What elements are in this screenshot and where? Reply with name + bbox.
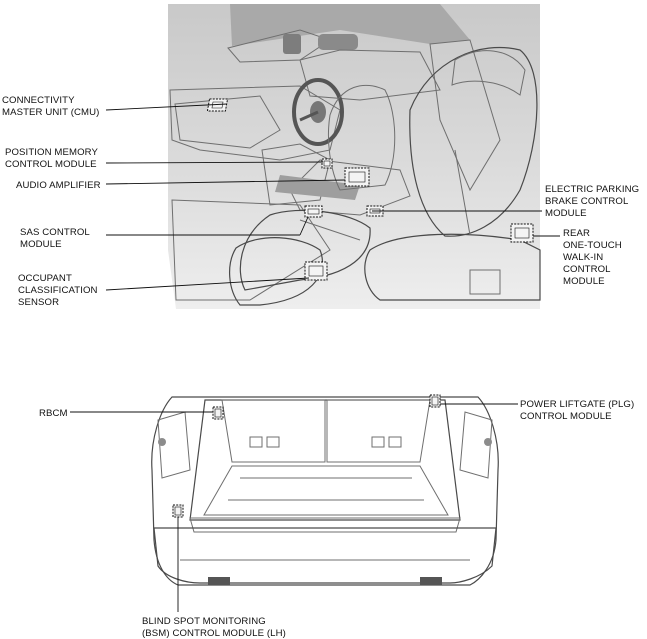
occupant-sensor-label: OCCUPANT CLASSIFICATION SENSOR [18,273,100,308]
rear-walkin-label-line: MODULE [563,276,605,287]
occupant-sensor-label-line: CLASSIFICATION [18,285,98,296]
sas-module-marker [304,205,323,218]
plg-label: POWER LIFTGATE (PLG) CONTROL MODULE [520,399,637,422]
cabin-leader-lines [105,103,560,291]
rear-walkin-module-marker [510,223,534,243]
occupant-sensor-label-line: OCCUPANT [18,273,72,284]
rear-walkin-label-line: WALK-IN [563,252,603,263]
rear-walkin-label: REAR ONE-TOUCH WALK-IN CONTROL MODULE [563,228,625,287]
position-memory-label-line: POSITION MEMORY [5,147,99,158]
epb-label-line: MODULE [545,208,587,219]
sas-label-line: SAS CONTROL [20,227,90,238]
cmu-label-line: CONNECTIVITY [2,95,75,106]
epb-label: ELECTRIC PARKING BRAKE CONTROL MODULE [545,184,642,219]
audio-amplifier-label-line: AUDIO AMPLIFIER [16,180,101,191]
occupant-sensor-label-line: SENSOR [18,297,59,308]
rear-walkin-label-line: REAR [563,228,590,239]
rbcm-module-marker [212,406,224,420]
cmu-label: CONNECTIVITY MASTER UNIT (CMU) [2,95,99,118]
plg-label-line: POWER LIFTGATE (PLG) [520,399,634,410]
cmu-label-line: MASTER UNIT (CMU) [2,107,99,118]
bsm-module-marker [172,504,184,518]
position-memory-module-marker [321,158,333,169]
sas-label-line: MODULE [20,239,62,250]
occupant-sensor-marker [304,261,328,281]
bsm-label: BLIND SPOT MONITORING (BSM) CONTROL MODU… [142,616,286,639]
rear-leader-lines [70,403,518,612]
audio-amplifier-marker [344,167,370,187]
rear-cargo-illustration [151,396,499,586]
position-memory-label: POSITION MEMORY CONTROL MODULE [5,147,101,170]
bsm-label-line: BLIND SPOT MONITORING [142,616,266,627]
bsm-label-line: (BSM) CONTROL MODULE (LH) [142,628,286,639]
rbcm-label: RBCM [39,408,68,419]
epb-label-line: ELECTRIC PARKING [545,184,639,195]
cabin-illustration [168,4,541,309]
cmu-module-marker [206,98,229,112]
rbcm-label-line: RBCM [39,408,68,419]
rear-walkin-label-line: CONTROL [563,264,611,275]
epb-label-line: BRAKE CONTROL [545,196,629,207]
plg-label-line: CONTROL MODULE [520,411,612,422]
sas-label: SAS CONTROL MODULE [20,227,92,250]
position-memory-label-line: CONTROL MODULE [5,159,97,170]
rear-walkin-label-line: ONE-TOUCH [563,240,622,251]
audio-amplifier-label: AUDIO AMPLIFIER [16,180,101,191]
plg-module-marker [429,394,441,408]
